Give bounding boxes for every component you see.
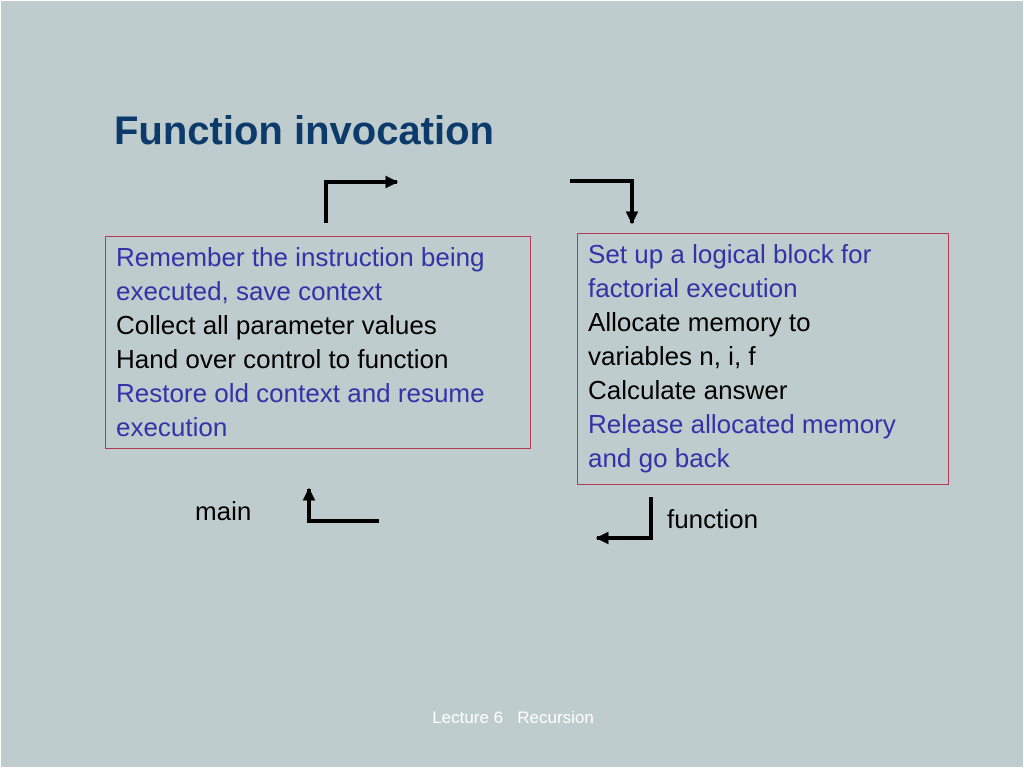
- slide-footer: Lecture 6 Recursion: [432, 708, 594, 727]
- function-label: function: [667, 504, 759, 534]
- return-arrow-left-down: [595, 497, 653, 545]
- main-step-line: Remember the instruction being: [116, 242, 485, 272]
- function-step-line: Calculate answer: [588, 375, 788, 405]
- return-arrow-left-up: [302, 487, 379, 523]
- slide-title: Function invocation: [114, 109, 494, 153]
- main-steps-box: Remember the instruction being executed,…: [105, 236, 531, 449]
- function-step-line: variables n, i, f: [588, 341, 756, 371]
- function-step-line: Release allocated memory: [588, 409, 896, 439]
- function-step-line: Set up a logical block for: [588, 239, 872, 269]
- main-step-line: Hand over control to function: [116, 344, 449, 374]
- call-arrow-right-down: [570, 179, 639, 225]
- function-step-line: and go back: [588, 443, 730, 473]
- call-arrow-up-right: [324, 175, 399, 223]
- function-step-line: Allocate memory to: [588, 307, 811, 337]
- main-step-line: Collect all parameter values: [116, 310, 437, 340]
- main-step-line: execution: [116, 412, 228, 442]
- main-step-line: executed, save context: [116, 276, 382, 306]
- function-step-line: factorial execution: [588, 273, 798, 303]
- function-steps-box: Set up a logical block for factorial exe…: [577, 233, 949, 485]
- main-step-line: Restore old context and resume: [116, 378, 485, 408]
- main-label: main: [195, 496, 252, 526]
